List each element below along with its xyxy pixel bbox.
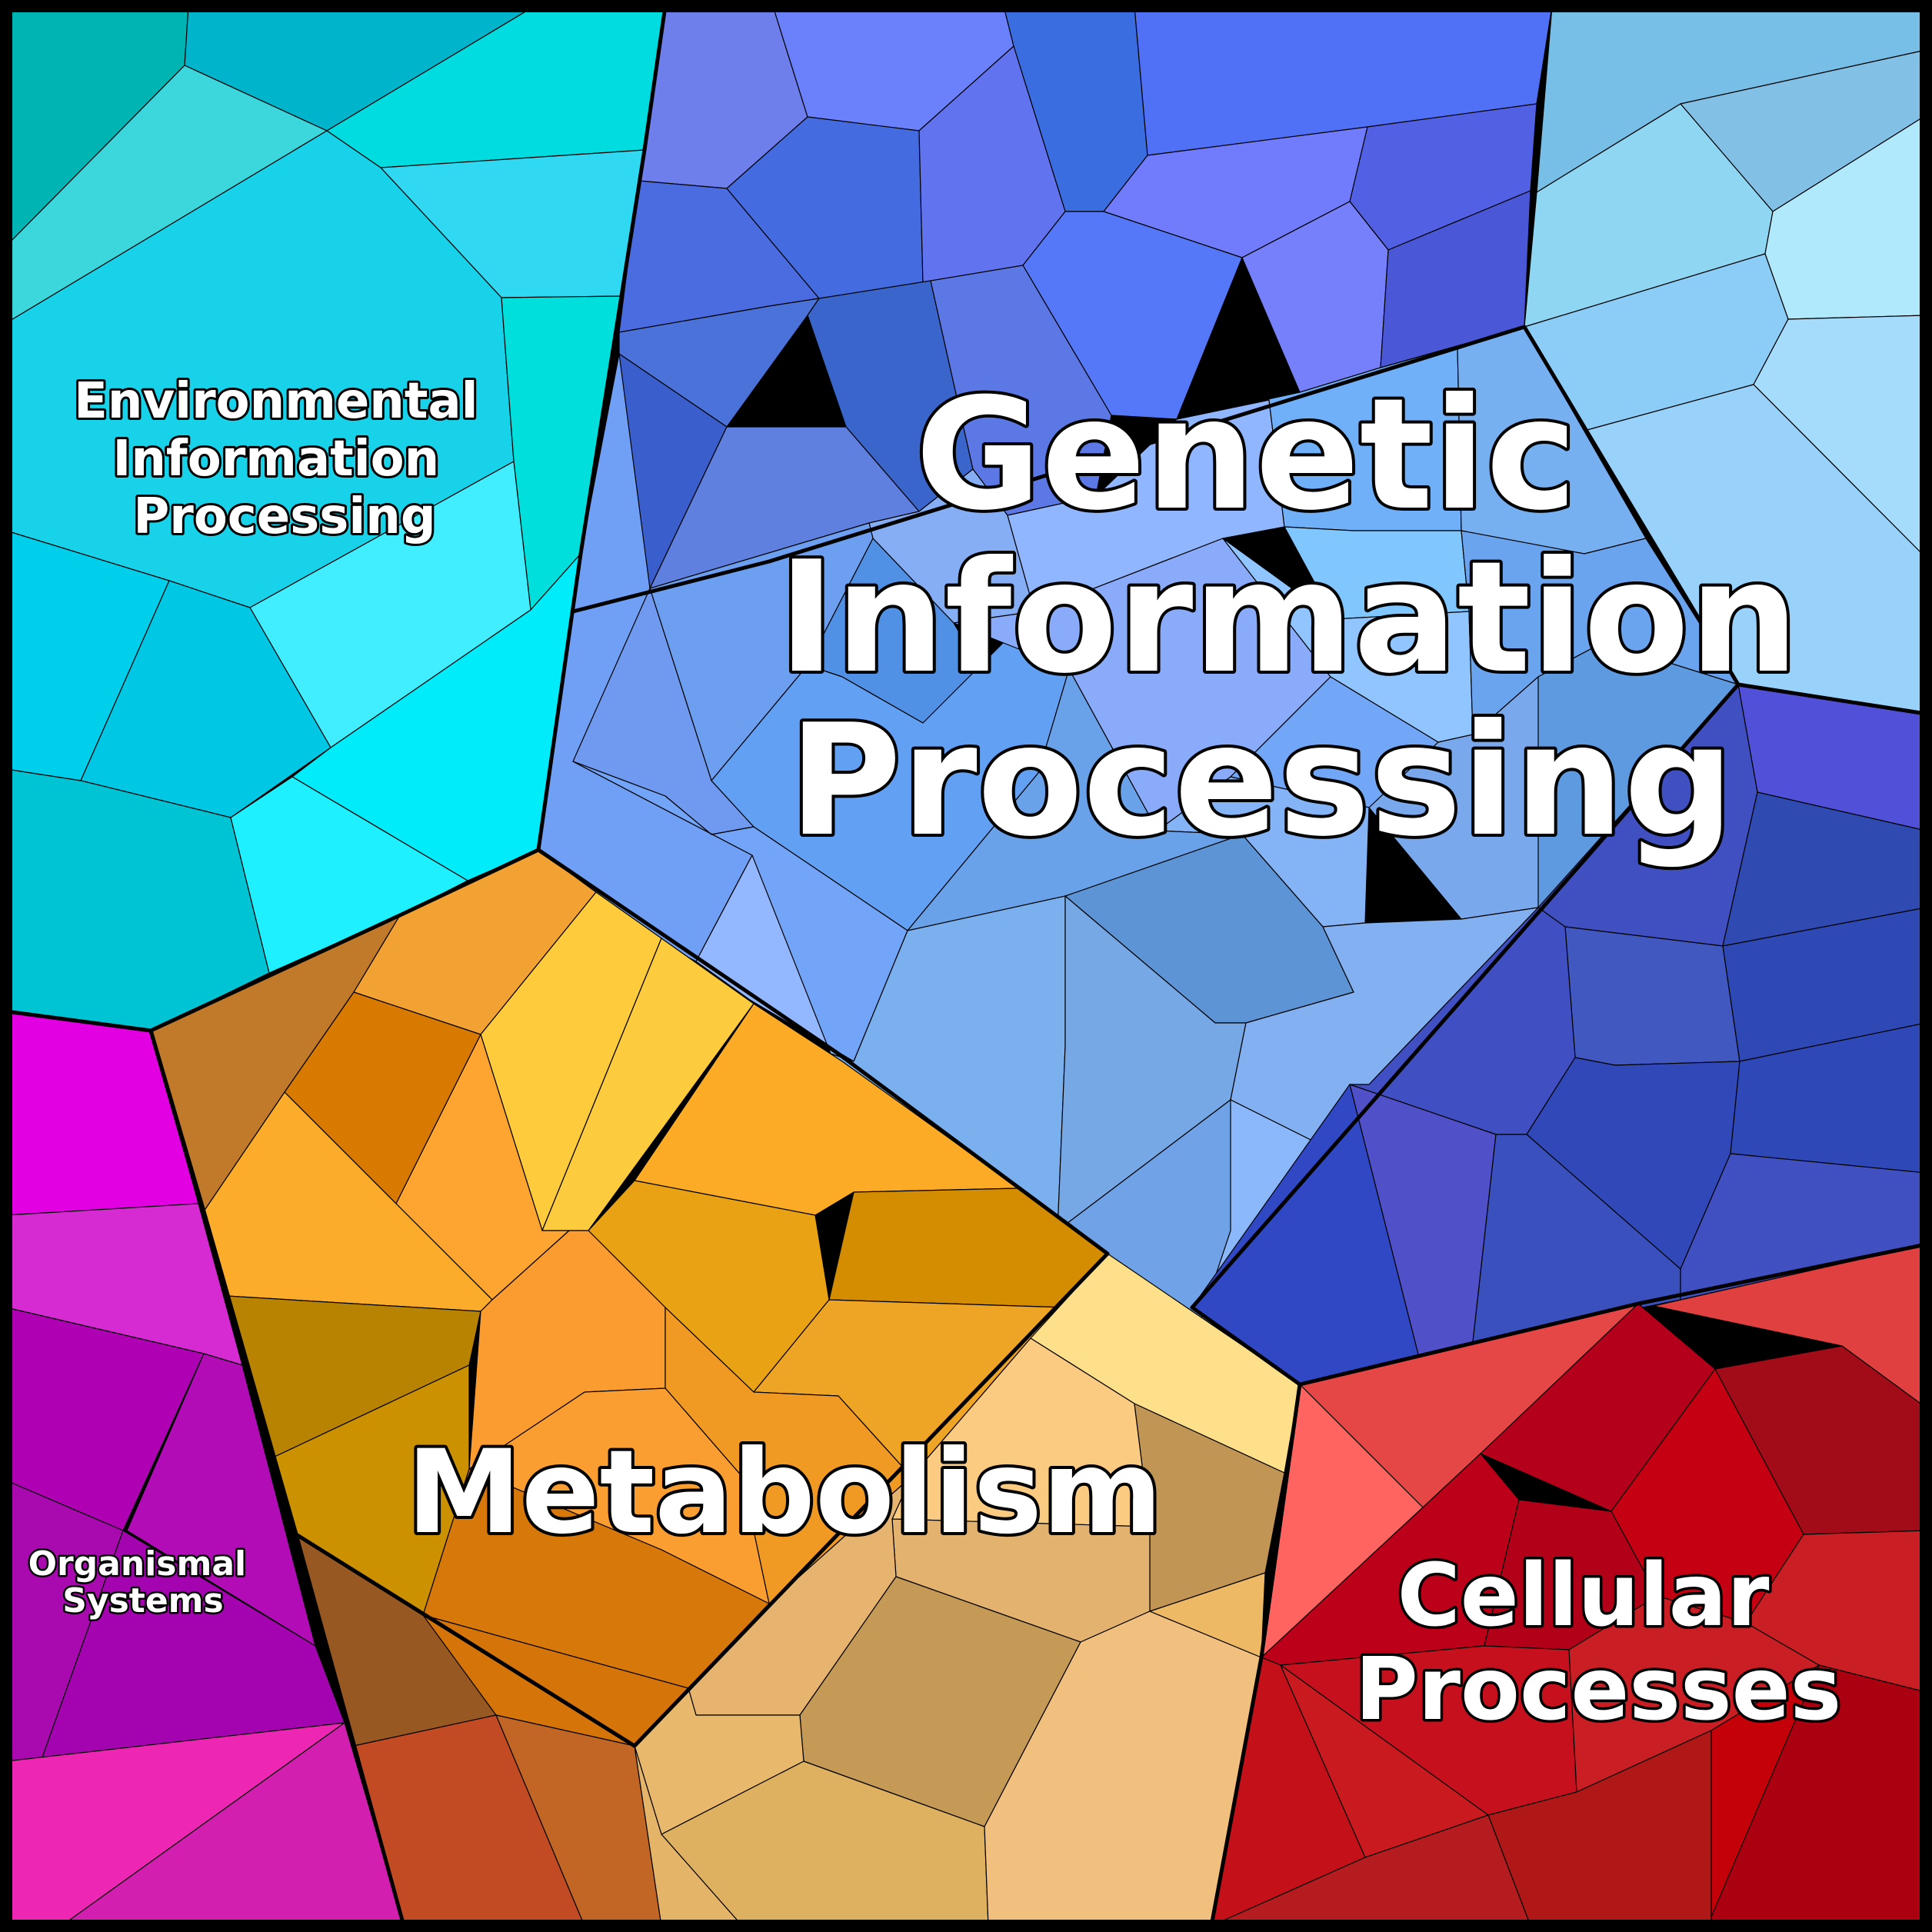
border-metabolism-cellular (1209, 1382, 1302, 1928)
cell (1149, 1572, 1266, 1658)
label-cellular: Cellular Processes (1355, 1546, 1842, 1740)
label-genetic: Genetic Information Processing (778, 365, 1853, 871)
region-genetic-cells (538, 5, 1927, 1385)
label-organismal: Organismal Systems (28, 1544, 258, 1621)
cell (1564, 926, 1740, 1066)
border-environmental-organismal (4, 1009, 153, 1033)
region-environmental-cells (5, 5, 666, 1031)
border-environmental-metabolism (148, 848, 541, 1033)
label-metabolism: Metabolism (407, 1426, 1163, 1560)
region-borders (4, 4, 1928, 1928)
border-genetic-metabolism (536, 848, 1110, 1256)
border-environmental-genetic (536, 4, 668, 852)
region-organismal-cells (5, 1011, 405, 1927)
label-environmental: Environmental Information Processing (74, 373, 495, 545)
region-metabolism-cells (150, 849, 1301, 1927)
border-genetic-cellular (1190, 1242, 1928, 1387)
border-genetic-inner (571, 325, 1928, 716)
cell (80, 580, 331, 818)
border-metabolism-inner (148, 1028, 1110, 1748)
border-genetic-darkblue (1190, 682, 1740, 1310)
